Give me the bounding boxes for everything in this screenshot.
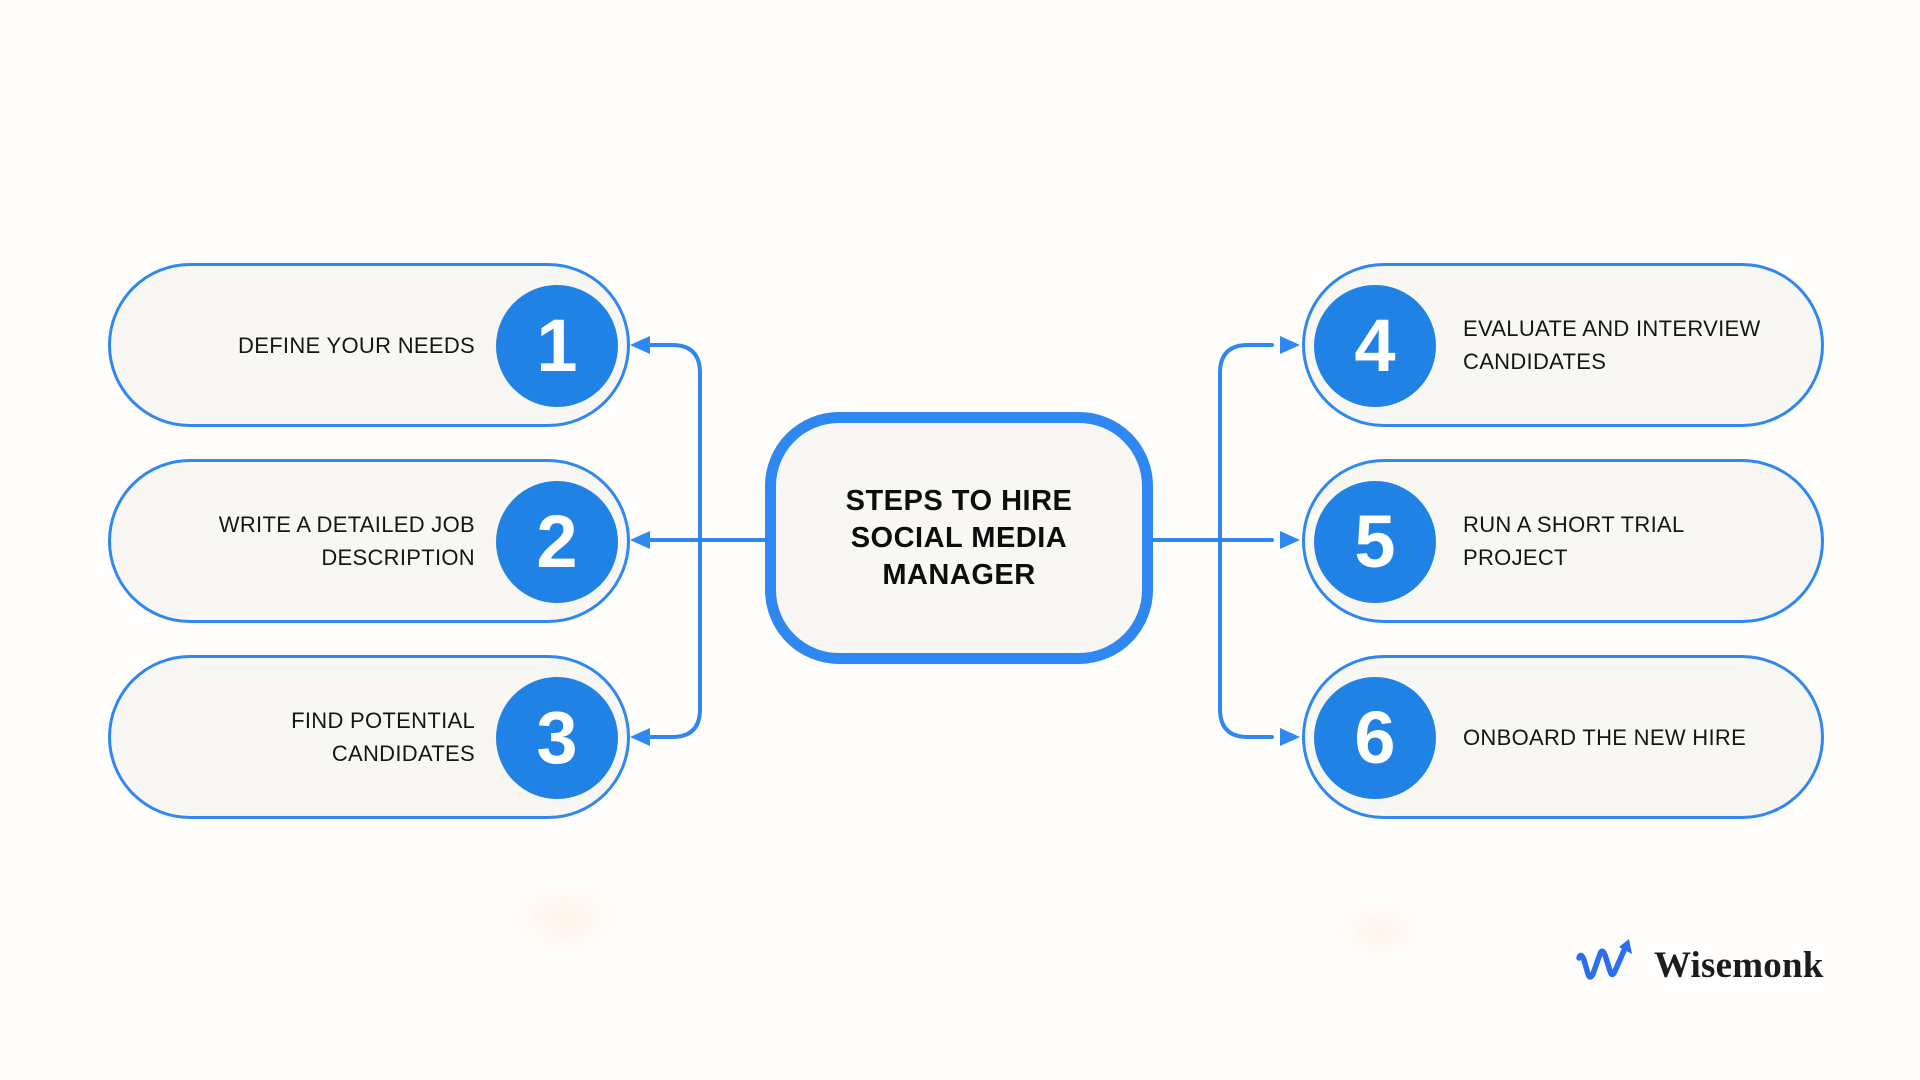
step-pill-4: 4 EVALUATE AND INTERVIEW CANDIDATES [1302, 263, 1824, 427]
step-number-badge: 2 [496, 481, 618, 603]
step-label-line: PROJECT [1463, 545, 1568, 570]
center-title-box: STEPS TO HIRE SOCIAL MEDIA MANAGER [765, 412, 1153, 664]
arrowhead-right-icon [1280, 728, 1300, 746]
arrowhead-right-icon [1280, 336, 1300, 354]
step-pill-5: 5 RUN A SHORT TRIAL PROJECT [1302, 459, 1824, 623]
center-title-line: MANAGER [882, 558, 1036, 591]
step-label: RUN A SHORT TRIAL PROJECT [1463, 462, 1771, 620]
step-number-badge: 3 [496, 677, 618, 799]
step-label-line: DEFINE YOUR NEEDS [238, 332, 475, 358]
arrowhead-left-icon [630, 728, 650, 746]
step-pill-1: DEFINE YOUR NEEDS 1 [108, 263, 630, 427]
step-label: FIND POTENTIAL CANDIDATES [171, 658, 475, 816]
arrowhead-left-icon [630, 531, 650, 549]
step-label-line: CANDIDATES [1463, 349, 1607, 374]
step-number-badge: 6 [1314, 677, 1436, 799]
logo-wordmark: Wisemonk [1654, 944, 1824, 986]
step-label: ONBOARD THE NEW HIRE [1463, 658, 1771, 816]
step-number-badge: 1 [496, 285, 618, 407]
step-label-line: WRITE A DETAILED JOB [218, 512, 475, 537]
wisemonk-logo: Wisemonk [1576, 938, 1824, 992]
center-title-line: SOCIAL MEDIA [850, 521, 1068, 554]
step-label: EVALUATE AND INTERVIEW CANDIDATES [1463, 266, 1771, 424]
center-title-line: STEPS TO HIRE [845, 484, 1073, 517]
step-label: DEFINE YOUR NEEDS [171, 266, 475, 424]
step-label: WRITE A DETAILED JOB DESCRIPTION [171, 462, 475, 620]
step-label-line: RUN A SHORT TRIAL [1463, 512, 1685, 537]
arrowhead-left-icon [630, 336, 650, 354]
step-pill-6: 6 ONBOARD THE NEW HIRE [1302, 655, 1824, 819]
trend-arrow-icon [1576, 939, 1632, 980]
step-number-badge: 4 [1314, 285, 1436, 407]
step-label-line: EVALUATE AND INTERVIEW [1463, 316, 1761, 341]
step-pill-2: WRITE A DETAILED JOB DESCRIPTION 2 [108, 459, 630, 623]
step-label-line: ONBOARD THE NEW HIRE [1463, 724, 1747, 750]
arrowhead-right-icon [1280, 531, 1300, 549]
step-number-badge: 5 [1314, 481, 1436, 603]
step-label-line: DESCRIPTION [321, 545, 475, 570]
step-pill-3: FIND POTENTIAL CANDIDATES 3 [108, 655, 630, 819]
step-label-line: FIND POTENTIAL [291, 708, 475, 733]
step-label-line: CANDIDATES [331, 741, 475, 766]
